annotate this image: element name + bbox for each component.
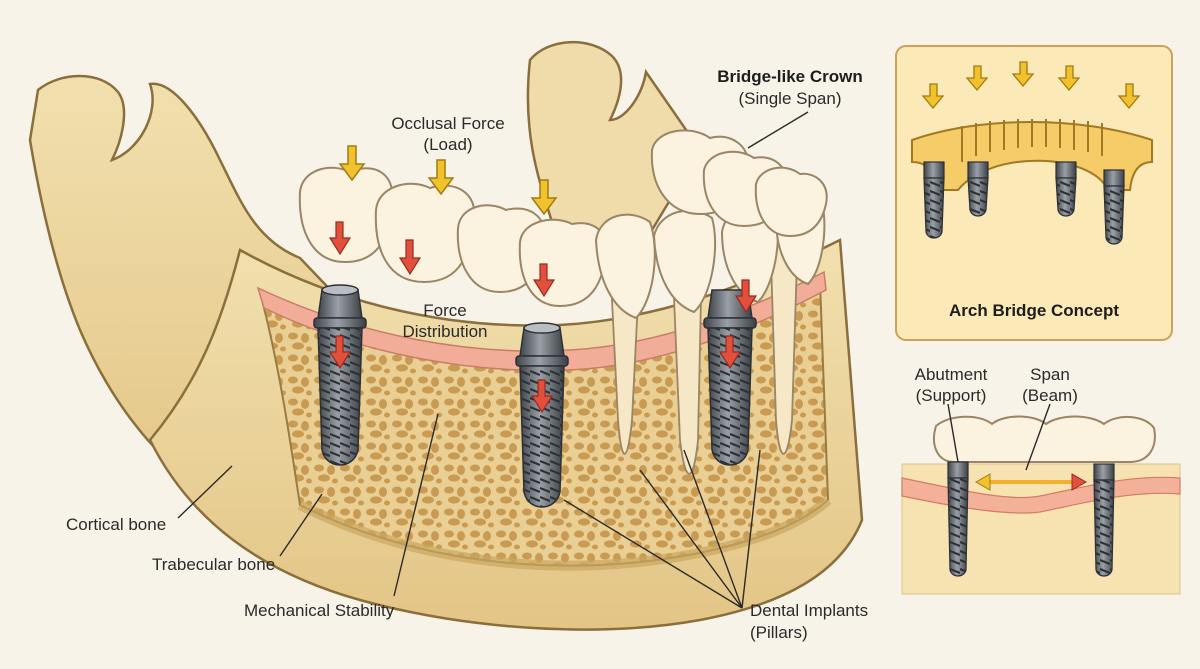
root bbox=[769, 227, 799, 455]
force-arrow bbox=[398, 239, 422, 276]
span-sub-label: (Beam) bbox=[1022, 386, 1078, 405]
load-arrow bbox=[427, 159, 455, 196]
force-distribution-label: Force bbox=[423, 301, 467, 320]
mechanical-stability-label: Mechanical Stability bbox=[244, 601, 395, 620]
pillars-label: (Pillars) bbox=[750, 623, 808, 642]
inset-bridge bbox=[933, 415, 1156, 463]
force-distribution-label-2: Distribution bbox=[402, 322, 488, 341]
single-span-label: (Single Span) bbox=[738, 89, 842, 108]
force-arrow bbox=[718, 335, 742, 370]
trabecular-bone-label: Trabecular bone bbox=[152, 555, 276, 574]
occlusal-load-arrows bbox=[338, 145, 558, 216]
bridge-crown-right bbox=[650, 129, 828, 238]
span-arrow bbox=[974, 473, 1088, 491]
bridge-crown-label: Bridge-like Crown bbox=[717, 67, 863, 86]
abutment-sub-label: (Support) bbox=[915, 386, 987, 405]
crown-tooth bbox=[754, 166, 828, 238]
occlusal-load-label: (Load) bbox=[423, 135, 473, 154]
tooth-incisor bbox=[594, 213, 656, 320]
span-inset bbox=[901, 403, 1181, 595]
force-arrow bbox=[530, 379, 554, 414]
implant-3 bbox=[703, 289, 757, 466]
force-arrow bbox=[734, 279, 758, 314]
inset-load-arrows bbox=[921, 61, 1141, 110]
abutment-label: Abutment bbox=[914, 365, 988, 384]
load-arrow bbox=[530, 179, 558, 216]
dental-implants-label: Dental Implants bbox=[750, 601, 869, 620]
force-arrow bbox=[532, 263, 556, 298]
force-arrows bbox=[328, 221, 758, 414]
crown-tooth bbox=[518, 218, 608, 308]
tooth-incisor bbox=[652, 209, 717, 314]
force-arrow bbox=[328, 221, 352, 256]
force-arrow bbox=[328, 335, 352, 370]
leader-lines bbox=[177, 111, 809, 609]
arch-bridge-inset bbox=[895, 45, 1173, 341]
inset-panel bbox=[895, 45, 1173, 341]
arch-bridge-caption: Arch Bridge Concept bbox=[948, 301, 1120, 320]
load-arrow bbox=[338, 145, 366, 182]
span-label: Span bbox=[1030, 365, 1070, 384]
coronoid-process bbox=[526, 40, 702, 252]
cortical-bone-label: Cortical bone bbox=[66, 515, 167, 534]
implant-1 bbox=[313, 284, 367, 466]
implant-2 bbox=[515, 322, 569, 508]
inset-implants bbox=[923, 161, 1125, 245]
natural-teeth bbox=[594, 194, 826, 475]
occlusal-force-label: Occlusal Force bbox=[391, 114, 505, 133]
